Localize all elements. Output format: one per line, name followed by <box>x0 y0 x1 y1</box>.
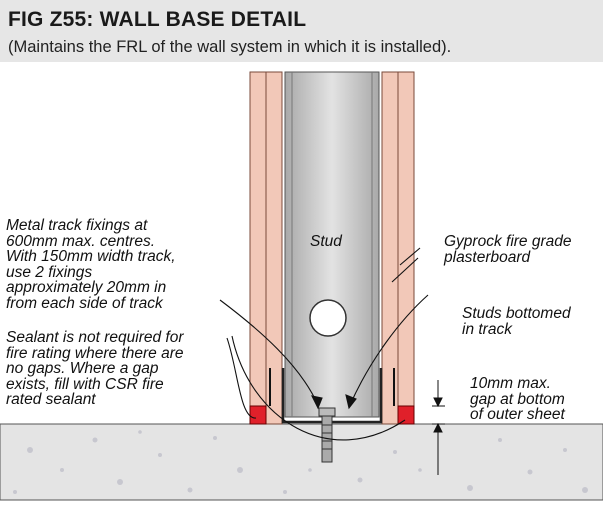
track-fixings-line: from each side of track <box>6 294 163 312</box>
gap-line: of outer sheet <box>470 406 565 423</box>
figure-subtitle: (Maintains the FRL of the wall system in… <box>8 38 452 56</box>
plasterboard-left-inner <box>265 71 283 425</box>
sealant-line: Sealant is not required for <box>6 329 184 346</box>
gap-line: 10mm max. <box>470 375 551 392</box>
stud-label: Stud <box>310 233 342 250</box>
track-fixings-line: use 2 fixings <box>6 263 93 281</box>
plasterboard-left-outer <box>249 71 267 407</box>
plasterboard-line: plasterboard <box>444 248 531 266</box>
plasterboard-right-outer <box>397 71 415 407</box>
sealant-line: rated sealant <box>6 391 96 408</box>
concrete-slab <box>0 423 603 501</box>
stud <box>284 71 380 418</box>
sealant-line: fire rating where there are <box>6 344 184 362</box>
sealant-line: no gaps. Where a gap <box>6 360 159 377</box>
track-fixings-line: 600mm max. centres. <box>6 232 156 250</box>
concrete-aggregate <box>13 430 588 494</box>
sealant-right <box>397 405 415 425</box>
leader-lines <box>219 247 429 441</box>
sealant-left <box>249 405 267 425</box>
sealant-line: exists, fill with CSR fire <box>6 375 164 393</box>
figure-title: FIG Z55: WALL BASE DETAIL <box>8 8 307 31</box>
gap-note: 10mm max. gap at bottom of outer sheet <box>470 376 565 423</box>
studs-bottomed-note: Studs bottomed in track <box>462 306 571 337</box>
studs-bottomed-line: Studs bottomed <box>462 305 571 322</box>
gap-line: gap at bottom <box>470 390 565 408</box>
plasterboard-note: Gyprock fire grade plasterboard <box>444 234 572 265</box>
track-fixings-note: Metal track fixings at 600mm max. centre… <box>6 218 176 311</box>
track-fixings-line: approximately 20mm in <box>6 279 167 296</box>
stud-service-hole <box>309 299 347 337</box>
track-fixings-line: Metal track fixings at <box>6 217 148 234</box>
gap-dimension <box>432 380 445 475</box>
plasterboard-right-inner <box>381 71 399 425</box>
figure-header: FIG Z55: WALL BASE DETAIL (Maintains the… <box>0 0 603 62</box>
sealant-note: Sealant is not required for fire rating … <box>6 330 184 408</box>
studs-bottomed-line: in track <box>462 320 512 338</box>
plasterboard-line: Gyprock fire grade <box>444 233 572 250</box>
track-fixings-line: With 150mm width track, <box>6 248 176 265</box>
